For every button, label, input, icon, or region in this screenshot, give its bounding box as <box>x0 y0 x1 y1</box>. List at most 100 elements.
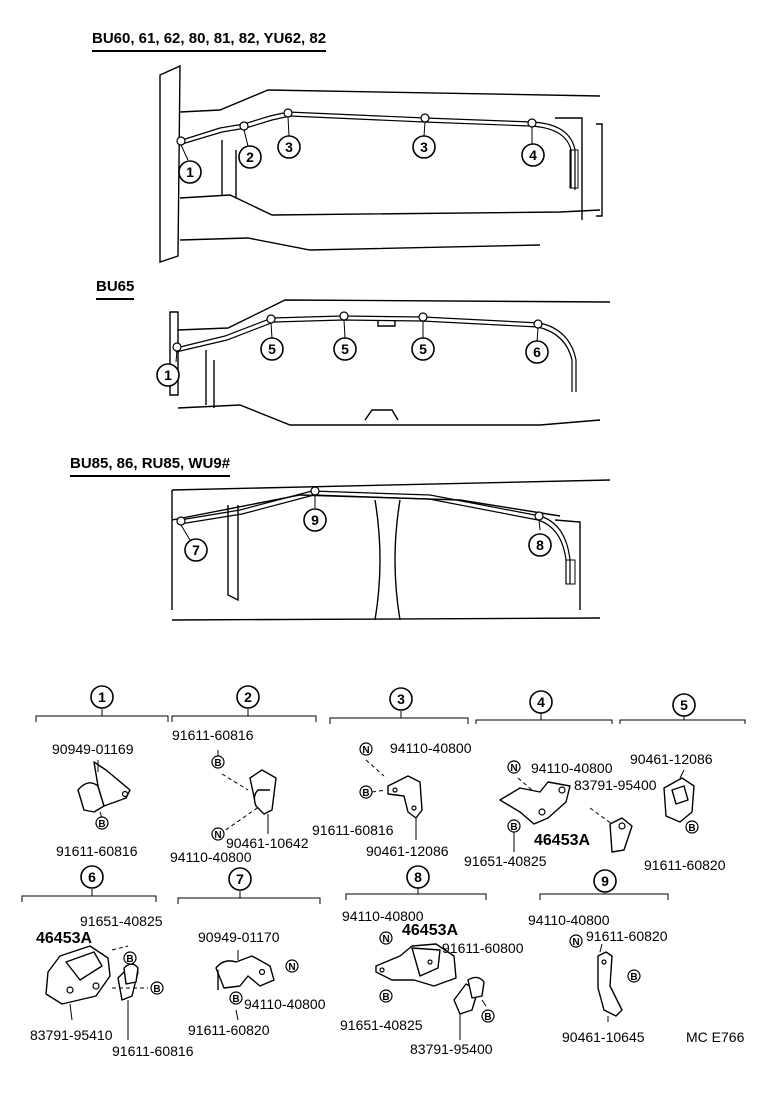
svg-text:7: 7 <box>236 871 244 887</box>
part-6-assembly <box>45 945 148 1040</box>
callout-3a-frame1: 3 <box>277 135 301 159</box>
svg-text:N: N <box>510 763 517 774</box>
part-number-label: 91611-60820 <box>188 1022 270 1038</box>
part-number-label: 91611-60800 <box>442 940 524 956</box>
nut-marker-2: N <box>211 827 225 841</box>
part-number-label: 91611-60816 <box>312 822 394 838</box>
svg-text:B: B <box>630 972 637 983</box>
part-number-label: 83791-95400 <box>410 1041 493 1057</box>
svg-text:B: B <box>510 822 517 833</box>
part-7-bracket <box>215 950 275 1021</box>
detail-heading-8: 8 <box>406 865 430 889</box>
svg-text:B: B <box>153 984 160 995</box>
bolt-marker-8a: B <box>379 989 393 1003</box>
svg-text:1: 1 <box>164 367 172 383</box>
svg-text:B: B <box>362 788 369 799</box>
part-number-label: 94110-40800 <box>528 912 610 928</box>
svg-text:5: 5 <box>341 341 349 357</box>
bolt-marker-3: B <box>359 785 373 799</box>
part-number-label: 91651-40825 <box>80 913 163 929</box>
bolt-marker-4: B <box>507 819 521 833</box>
part-number-label: 90461-10645 <box>562 1029 645 1045</box>
svg-text:9: 9 <box>601 873 609 889</box>
section-title-bu85: BU85, 86, RU85, WU9# <box>70 455 231 477</box>
svg-text:8: 8 <box>414 869 422 885</box>
svg-text:5: 5 <box>680 697 688 713</box>
chassis-frame-1 <box>159 64 603 263</box>
bolt-marker-8b: B <box>481 1009 495 1023</box>
svg-text:B: B <box>232 994 239 1005</box>
part-2-clamp <box>217 750 277 835</box>
callout-1-frame1: 1 <box>178 160 202 184</box>
callout-5c-frame2: 5 <box>411 337 435 361</box>
part-9-clamp <box>597 943 623 1022</box>
part-number-label: 91611-60820 <box>586 928 668 944</box>
nut-marker-8: N <box>379 931 393 945</box>
nut-marker-9: N <box>569 934 583 948</box>
svg-text:3: 3 <box>397 691 405 707</box>
svg-text:B: B <box>126 954 133 965</box>
callout-5b-frame2: 5 <box>333 337 357 361</box>
part-number-label: 91611-60816 <box>172 727 254 743</box>
svg-text:N: N <box>362 745 369 756</box>
callout-1-frame2: 1 <box>156 363 180 387</box>
part-number-label: 91651-40825 <box>464 853 547 869</box>
svg-text:B: B <box>214 758 221 769</box>
section-title-bu65: BU65 <box>96 278 135 300</box>
detail-heading-5: 5 <box>672 693 696 717</box>
svg-text:6: 6 <box>88 869 96 885</box>
bolt-marker-9: B <box>627 969 641 983</box>
chassis-frame-2 <box>169 299 611 426</box>
svg-text:2: 2 <box>244 689 252 705</box>
callout-8-frame3: 8 <box>528 533 552 557</box>
part-number-label: 94110-40800 <box>390 740 472 756</box>
nut-marker-4: N <box>507 760 521 774</box>
part-number-label: 90949-01169 <box>52 741 134 757</box>
part-number-label: 94110-40800 <box>531 760 613 776</box>
detail-heading-4: 4 <box>529 690 553 714</box>
svg-text:5: 5 <box>419 341 427 357</box>
svg-text:4: 4 <box>529 147 537 163</box>
bolt-marker-6a: B <box>123 951 137 965</box>
svg-text:B: B <box>484 1012 491 1023</box>
svg-text:1: 1 <box>186 164 194 180</box>
callout-4-frame1: 4 <box>521 143 545 167</box>
part-number-label: 90461-12086 <box>366 843 449 859</box>
svg-text:7: 7 <box>192 542 200 558</box>
callout-2-frame1: 2 <box>238 145 262 169</box>
part-1-bracket <box>77 760 131 819</box>
detail-heading-3: 3 <box>389 687 413 711</box>
part-number-label: 91611-60820 <box>644 857 726 873</box>
svg-text:B: B <box>688 823 695 834</box>
detail-heading-6: 6 <box>80 865 104 889</box>
svg-text:B: B <box>98 819 105 830</box>
part-number-label: 91651-40825 <box>340 1017 423 1033</box>
part-number-label: 94110-40800 <box>244 996 326 1012</box>
bolt-marker-5: B <box>685 820 699 834</box>
section-title-bu60: BU60, 61, 62, 80, 81, 82, YU62, 82 <box>92 30 327 52</box>
svg-text:N: N <box>572 937 579 948</box>
svg-text:B: B <box>382 992 389 1003</box>
part-number-label: 90461-10642 <box>226 835 309 851</box>
svg-text:4: 4 <box>537 694 545 710</box>
part-number-label: 94110-40800 <box>342 908 424 924</box>
bolt-marker-1: B <box>95 816 109 830</box>
part-number-label: 91611-60816 <box>112 1043 194 1059</box>
svg-text:N: N <box>214 830 221 841</box>
chassis-frame-3 <box>171 479 611 621</box>
callout-7-frame3: 7 <box>184 538 208 562</box>
clip-markers-frame-3 <box>176 486 544 541</box>
part-number-label: 91611-60816 <box>56 843 138 859</box>
svg-text:3: 3 <box>420 139 428 155</box>
detail-heading-9: 9 <box>593 869 617 893</box>
svg-text:3: 3 <box>285 139 293 155</box>
part-number-label: 90461-12086 <box>630 751 713 767</box>
callout-6-frame2: 6 <box>525 340 549 364</box>
svg-text:N: N <box>288 962 295 973</box>
callout-5a-frame2: 5 <box>260 337 284 361</box>
svg-text:2: 2 <box>246 149 254 165</box>
detail-bracket-lines <box>21 709 746 904</box>
part-number-label: 83791-95400 <box>574 777 657 793</box>
